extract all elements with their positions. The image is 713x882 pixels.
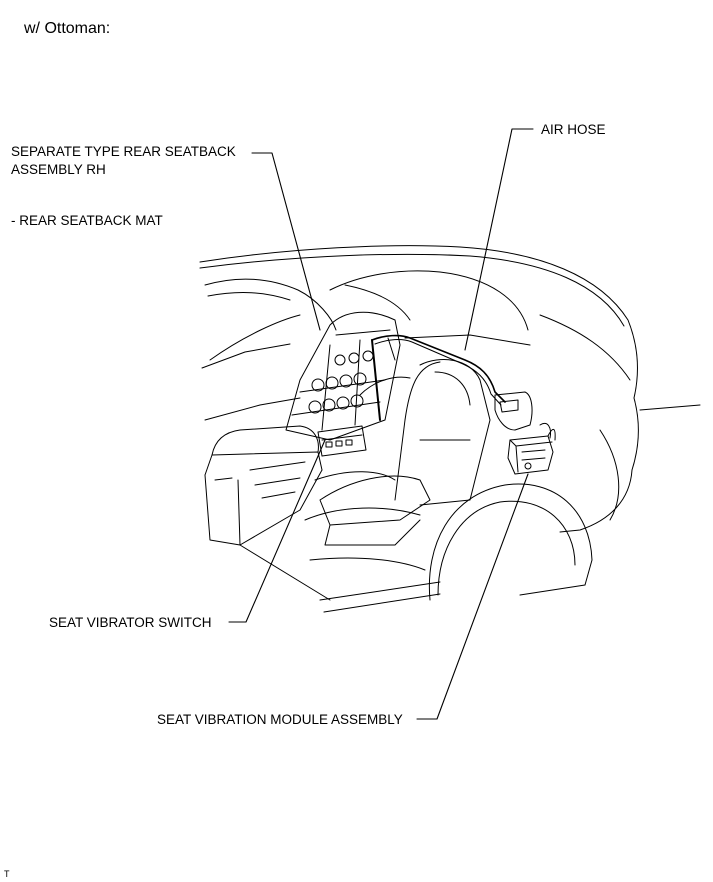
air-hose (372, 336, 505, 405)
rear-seatback-assembly (286, 312, 400, 440)
label-rear-seatback-line2: ASSEMBLY RH (11, 162, 106, 177)
seat-vibrator-switch (318, 426, 366, 456)
car-body (200, 246, 700, 612)
leader-vibration-module (417, 474, 528, 719)
label-rear-seatback-mat: - REAR SEATBACK MAT (11, 213, 163, 228)
air-hose-connector (495, 392, 532, 430)
figure-title: w/ Ottoman: (24, 20, 111, 37)
leader-air-hose (465, 129, 533, 350)
label-rear-seatback-assembly: SEPARATE TYPE REAR SEATBACK ASSEMBLY RH (11, 143, 236, 179)
seat-vibration-module (508, 423, 555, 474)
figure-ref: T (4, 869, 10, 879)
label-rear-seatback-line1: SEPARATE TYPE REAR SEATBACK (11, 144, 236, 159)
label-seat-vibrator-switch: SEAT VIBRATOR SWITCH (49, 615, 212, 630)
leader-vibrator-switch (229, 440, 325, 622)
label-seat-vibration-module: SEAT VIBRATION MODULE ASSEMBLY (157, 712, 403, 727)
ottoman (205, 426, 322, 545)
label-air-hose: AIR HOSE (541, 122, 606, 137)
leader-rear-seatback (252, 153, 320, 330)
leader-lines (229, 129, 533, 719)
rear-seat-cushion (320, 360, 490, 545)
